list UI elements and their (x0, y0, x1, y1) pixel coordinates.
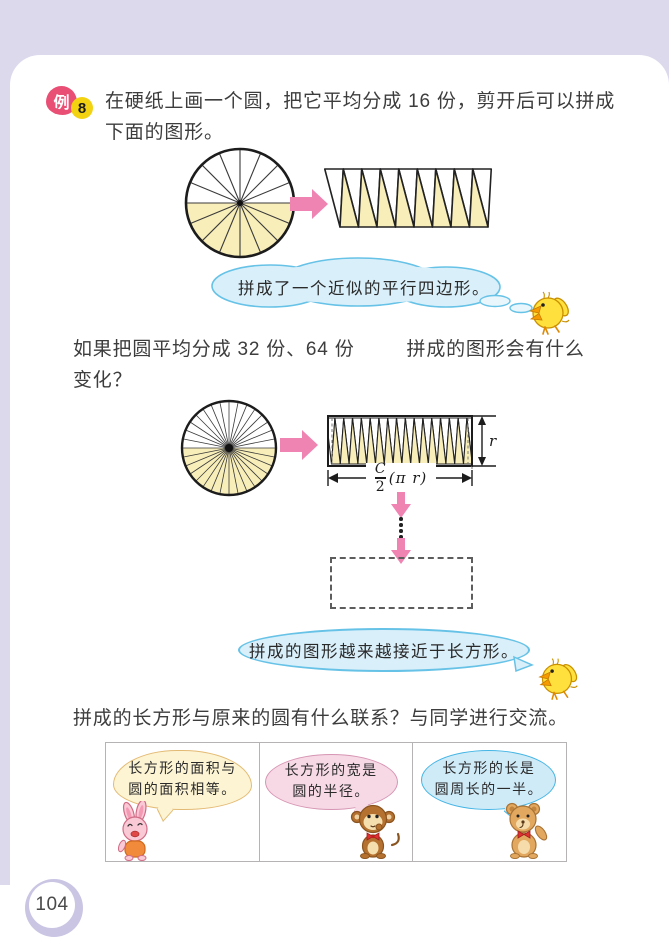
bear-bubble-line1: 长方形的长是 (442, 761, 536, 777)
intro-paragraph-line1: 在硬纸上画一个圆，把它平均分成 16 份，剪开后可以拼成 (105, 91, 616, 112)
left-decoration-strip (0, 55, 10, 885)
height-dimension (472, 415, 496, 467)
monkey-bubble-line2: 圆的半径。 (292, 784, 370, 800)
circle-16-sectors (184, 147, 296, 259)
bubble2-tail (513, 655, 534, 673)
rectangle-of-32-triangles (329, 417, 471, 465)
height-label: r (489, 432, 497, 450)
example-number-text: 8 (77, 99, 87, 117)
vertical-ellipsis (399, 517, 403, 539)
figure-circle-32-to-rectangle: r (180, 399, 497, 497)
figure-circle-16-to-parallelogram (184, 147, 493, 259)
monkey-icon (350, 804, 400, 859)
intro-paragraph-line2: 下面的图形。 (105, 122, 224, 143)
rabbit-bubble-line1: 长方形的面积与 (128, 761, 237, 777)
page-number-inner-circle (29, 882, 75, 928)
monkey-bubble-line1: 长方形的宽是 (284, 763, 378, 779)
discussion-prompt: 拼成的长方形与原来的圆有什么联系？与同学进行交流。 (73, 708, 569, 729)
table-cell-monkey: 长方形的宽是 圆的半径。 (260, 743, 414, 861)
cloud-bubble-1 (211, 257, 533, 314)
question-part2: 拼成的图形会有什么 (406, 339, 585, 360)
chick-icon (538, 657, 581, 700)
fraction-bar (374, 477, 386, 479)
chick-icon (529, 291, 573, 335)
discussion-table: 长方形的面积与 圆的面积相等。 长方形的宽是 圆的半径。 (105, 742, 567, 862)
bubble1-text: 拼成了一个近似的平行四边形。 (238, 279, 490, 298)
circle-32-sectors (180, 399, 278, 497)
fraction-numerator: C (374, 461, 386, 478)
right-arrow-icon (290, 189, 328, 219)
down-arrow-icon (391, 492, 411, 518)
question-part1: 如果把圆平均分成 32 份、64 份 (73, 339, 355, 360)
bear-bubble-line2: 圆周长的一半。 (434, 782, 544, 798)
example-label-text: 例 (53, 94, 70, 112)
down-arrow-icon (391, 538, 411, 564)
question-paragraph-line2: 变化？ (73, 370, 133, 391)
page-number-badge: 104 (25, 879, 83, 937)
parallelogram-of-16-triangles (323, 168, 493, 228)
table-cell-bear: 长方形的长是 圆周长的一半。 (413, 743, 566, 861)
example-number: 8 (71, 97, 93, 119)
empty-dashed-rectangle (330, 557, 473, 609)
pi-r-suffix: (π r) (388, 469, 428, 487)
right-arrow-icon (280, 430, 318, 460)
bubble2-text: 拼成的图形越来越接近于长方形。 (249, 642, 519, 661)
monkey-bubble: 长方形的宽是 圆的半径。 (264, 754, 398, 810)
example-badge: 例 8 (46, 86, 100, 126)
rabbit-bubble: 长方形的面积与 圆的面积相等。 (113, 750, 252, 810)
bear-icon (506, 802, 548, 859)
table-cell-rabbit: 长方形的面积与 圆的面积相等。 (106, 743, 260, 861)
page-number-text: 104 (35, 894, 69, 915)
fraction-denominator: 2 (375, 478, 385, 495)
ellipse-bubble-2: 拼成的图形越来越接近于长方形。 (238, 628, 530, 672)
rabbit-bubble-line2: 圆的面积相等。 (128, 782, 237, 798)
question-paragraph-line1: 如果把圆平均分成 32 份、64 份 拼成的图形会有什么 (73, 334, 585, 365)
bear-bubble: 长方形的长是 圆周长的一半。 (421, 750, 557, 810)
rabbit-icon (117, 801, 148, 861)
